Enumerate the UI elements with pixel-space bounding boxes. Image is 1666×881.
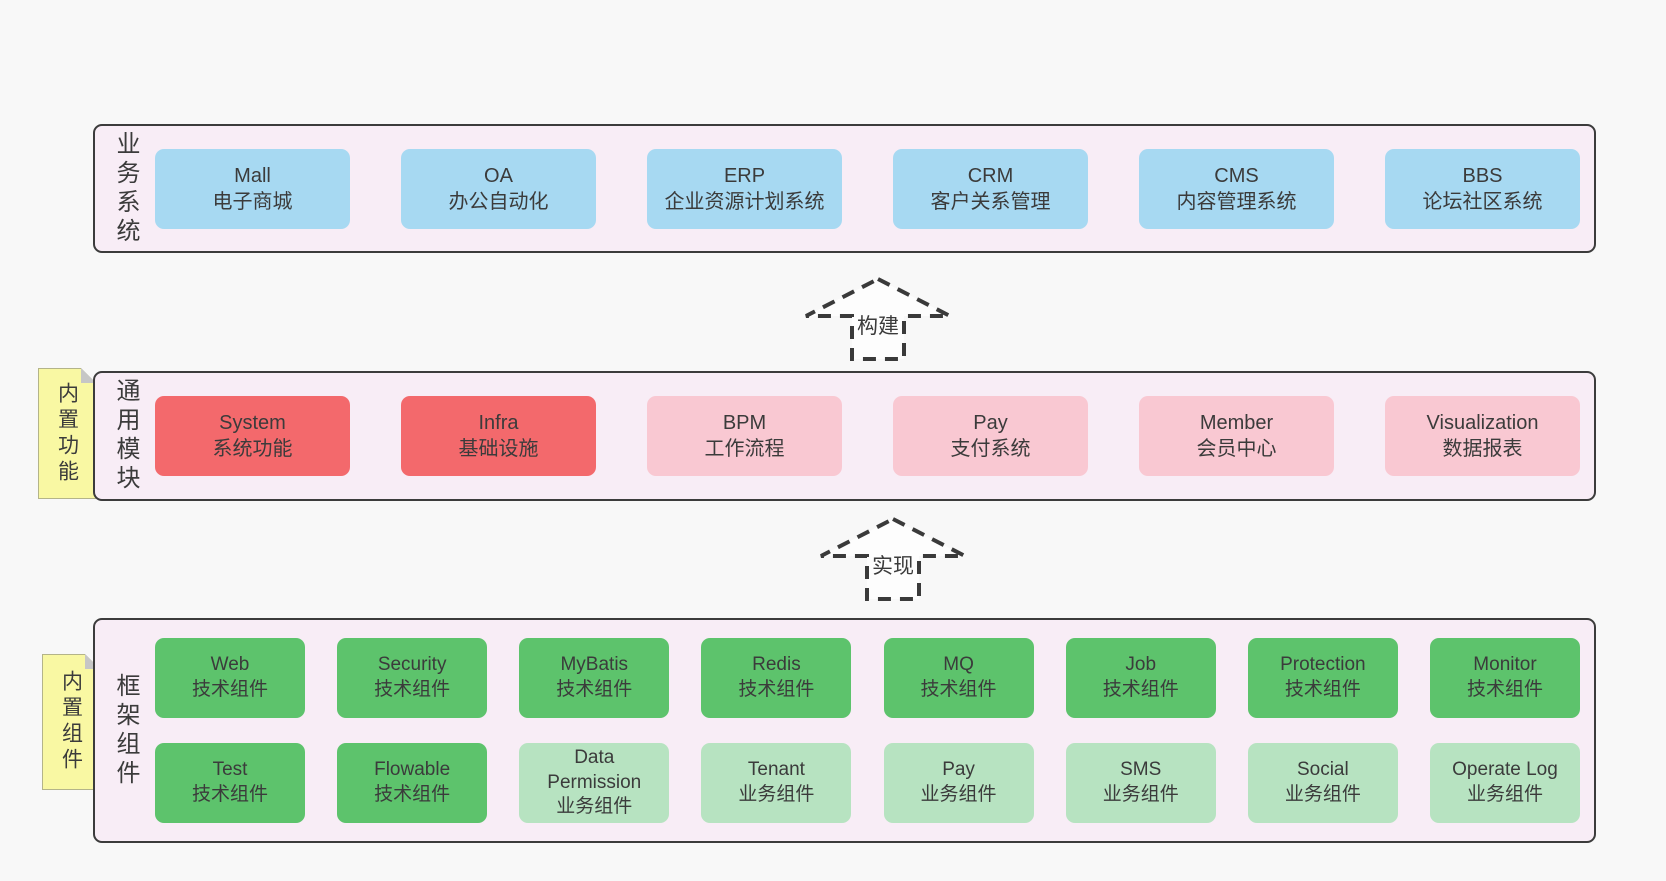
layer-business-systems: 业务系统 Mall 电子商城 OA 办公自动化 ERP 企业资源计划系统 CRM… [93, 124, 1596, 253]
box-system: System 系统功能 [155, 396, 350, 476]
box-protection: Protection 技术组件 [1247, 638, 1398, 718]
layer-common-modules: 通用模块 System 系统功能 Infra 基础设施 BPM 工作流程 Pay… [93, 371, 1596, 501]
sticky-note-built-in-features: 内置功能 [38, 368, 96, 499]
box-pay: Pay 支付系统 [893, 396, 1088, 476]
framework-row-2: Test 技术组件 Flowable 技术组件 Data Permission … [155, 743, 1580, 823]
box-monitor: Monitor 技术组件 [1429, 638, 1580, 718]
box-bbs: BBS 论坛社区系统 [1385, 148, 1580, 229]
sticky-note-paper [43, 655, 99, 789]
box-crm: CRM 客户关系管理 [893, 148, 1088, 229]
framework-row-1: Web 技术组件 Security 技术组件 MyBatis 技术组件 Redi… [155, 638, 1580, 718]
box-cms: CMS 内容管理系统 [1139, 148, 1334, 229]
arrow-implement: 实现 [818, 516, 968, 602]
layer-label: 通用模块 [112, 378, 139, 494]
sticky-note-label: 内置组件 [59, 670, 83, 774]
layer-label: 框架组件 [112, 672, 139, 789]
box-mq: MQ 技术组件 [883, 638, 1034, 718]
box-job: Job 技术组件 [1065, 638, 1216, 718]
box-test: Test 技术组件 [155, 743, 305, 823]
box-member: Member 会员中心 [1139, 396, 1334, 476]
box-sms: SMS 业务组件 [1065, 743, 1216, 823]
layer-label: 业务系统 [112, 130, 139, 247]
box-operate-log: Operate Log 业务组件 [1429, 743, 1580, 823]
layer-framework-components: 框架组件 Web 技术组件 Security 技术组件 MyBatis 技术组件… [93, 618, 1596, 843]
box-web: Web 技术组件 [155, 638, 305, 718]
sticky-note-label: 内置功能 [55, 381, 79, 486]
sticky-note-paper [39, 369, 95, 498]
box-social: Social 业务组件 [1247, 743, 1398, 823]
arrow-label: 构建 [855, 309, 901, 341]
box-mybatis: MyBatis 技术组件 [519, 638, 670, 718]
box-pay-component: Pay 业务组件 [883, 743, 1034, 823]
arrow-build: 构建 [803, 276, 953, 362]
arrow-label: 实现 [870, 549, 916, 581]
box-erp: ERP 企业资源计划系统 [647, 148, 842, 229]
box-bpm: BPM 工作流程 [647, 396, 842, 476]
box-infra: Infra 基础设施 [401, 396, 596, 476]
box-tenant: Tenant 业务组件 [701, 743, 852, 823]
box-mall: Mall 电子商城 [155, 148, 350, 229]
box-oa: OA 办公自动化 [401, 148, 596, 229]
sticky-note-built-in-components: 内置组件 [42, 654, 100, 790]
box-visualization: Visualization 数据报表 [1385, 396, 1580, 476]
box-flowable: Flowable 技术组件 [337, 743, 488, 823]
box-redis: Redis 技术组件 [701, 638, 852, 718]
box-data-permission: Data Permission 业务组件 [519, 743, 670, 823]
box-security: Security 技术组件 [337, 638, 488, 718]
